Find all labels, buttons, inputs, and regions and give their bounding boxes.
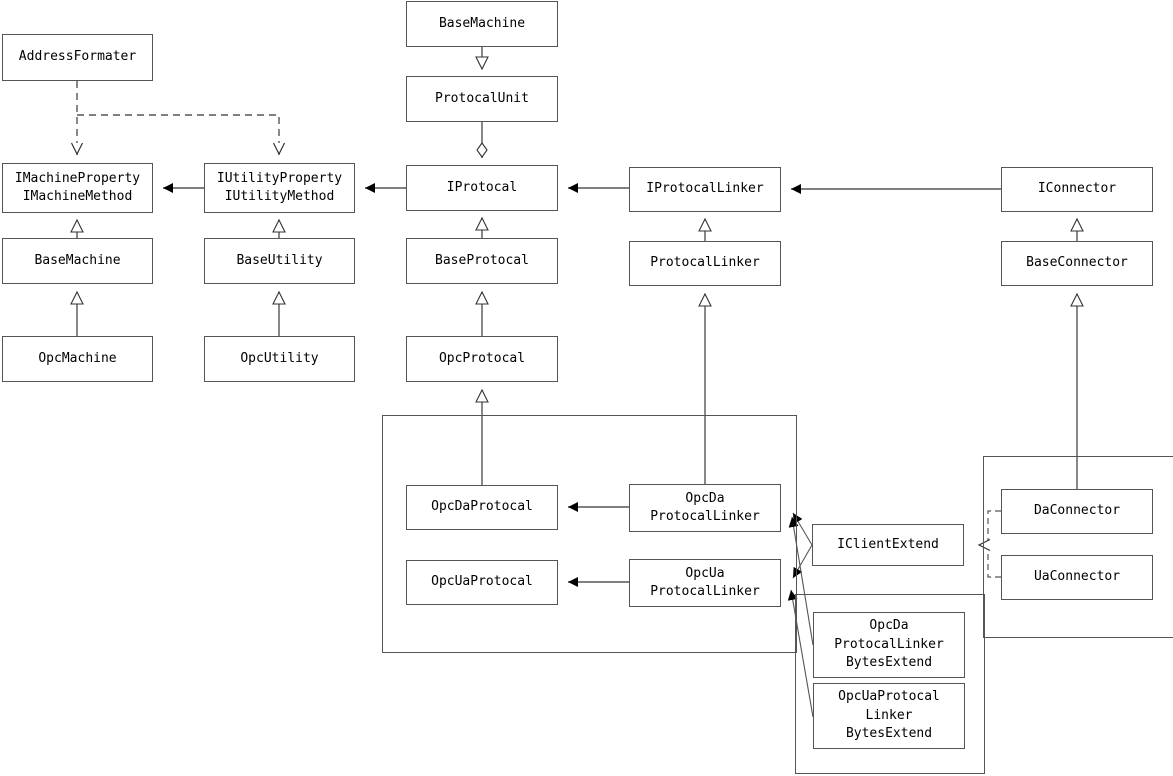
class-node-opcdaprotocallinker[interactable]: OpcDa ProtocalLinker bbox=[629, 484, 781, 532]
class-node-addressformater[interactable]: AddressFormater bbox=[2, 34, 153, 81]
class-label: OpcMachine bbox=[38, 350, 117, 366]
class-label: OpcUaProtocal Linker BytesExtend bbox=[838, 689, 940, 742]
class-node-daconnector[interactable]: DaConnector bbox=[1001, 489, 1153, 534]
group-box-protocal-impl bbox=[382, 415, 797, 653]
class-node-iprotocallinker[interactable]: IProtocalLinker bbox=[629, 167, 781, 212]
class-label: UaConnector bbox=[1033, 569, 1121, 585]
class-node-protocalunit[interactable]: ProtocalUnit bbox=[406, 76, 558, 122]
class-node-opcuaprotocallinkerbytesextend[interactable]: OpcUaProtocal Linker BytesExtend bbox=[813, 683, 965, 749]
class-label: OpcUa ProtocalLinker bbox=[650, 565, 760, 599]
class-node-iclientextend[interactable]: IClientExtend bbox=[812, 524, 964, 566]
class-node-protocallinker[interactable]: ProtocalLinker bbox=[629, 241, 781, 286]
class-node-basemachine-top[interactable]: BaseMachine bbox=[406, 1, 558, 47]
class-node-opcprotocal[interactable]: OpcProtocal bbox=[406, 336, 558, 382]
class-label: IConnector bbox=[1037, 181, 1117, 197]
class-label: OpcUtility bbox=[240, 350, 319, 366]
class-label: OpcUaProtocal bbox=[431, 574, 533, 590]
class-label: BaseMachine bbox=[34, 252, 121, 268]
class-label: OpcProtocal bbox=[438, 350, 526, 366]
class-node-opcdaprotocal[interactable]: OpcDaProtocal bbox=[406, 485, 558, 530]
class-label: OpcDaProtocal bbox=[431, 499, 533, 515]
class-label: BaseMachine bbox=[438, 15, 526, 31]
class-label: BaseConnector bbox=[1026, 255, 1128, 271]
class-label: OpcDa ProtocalLinker BytesExtend bbox=[834, 618, 944, 671]
class-node-iutilityproperty[interactable]: IUtilityProperty IUtilityMethod bbox=[204, 163, 355, 213]
class-label: IClientExtend bbox=[837, 536, 939, 552]
class-node-uaconnector[interactable]: UaConnector bbox=[1001, 555, 1153, 600]
class-node-iprotocal[interactable]: IProtocal bbox=[406, 165, 558, 211]
class-label: IUtilityProperty IUtilityMethod bbox=[216, 170, 343, 204]
class-node-opcuaprotocal[interactable]: OpcUaProtocal bbox=[406, 560, 558, 605]
class-node-baseutility[interactable]: BaseUtility bbox=[204, 238, 355, 284]
class-label: OpcDa ProtocalLinker bbox=[650, 490, 760, 524]
class-node-baseprotocal[interactable]: BaseProtocal bbox=[406, 238, 558, 284]
class-label: DaConnector bbox=[1033, 503, 1121, 519]
class-label: BaseProtocal bbox=[435, 252, 529, 268]
class-node-baseconnector[interactable]: BaseConnector bbox=[1001, 241, 1153, 286]
class-node-opcutility[interactable]: OpcUtility bbox=[204, 336, 355, 382]
class-label: IProtocalLinker bbox=[646, 181, 764, 197]
class-label: ProtocalLinker bbox=[650, 255, 760, 271]
class-label: AddressFormater bbox=[18, 49, 137, 65]
class-label: IProtocal bbox=[446, 179, 518, 195]
group-box-connector bbox=[983, 456, 1173, 638]
class-label: IMachineProperty IMachineMethod bbox=[14, 170, 141, 204]
edge-addressformater-to-iutilityproperty bbox=[77, 114, 286, 156]
class-node-opcmachine[interactable]: OpcMachine bbox=[2, 336, 153, 382]
class-node-opcdaprotocallinkerbytesextend[interactable]: OpcDa ProtocalLinker BytesExtend bbox=[813, 612, 965, 678]
class-node-basemachine[interactable]: BaseMachine bbox=[2, 238, 153, 284]
class-node-imachineproperty[interactable]: IMachineProperty IMachineMethod bbox=[2, 163, 153, 213]
class-node-opcuaprotocallinker[interactable]: OpcUa ProtocalLinker bbox=[629, 559, 781, 607]
class-node-iconnector[interactable]: IConnector bbox=[1001, 167, 1153, 212]
class-label: BaseUtility bbox=[236, 252, 323, 268]
class-label: ProtocalUnit bbox=[435, 90, 529, 106]
group-box-bytes-extend bbox=[795, 594, 985, 774]
